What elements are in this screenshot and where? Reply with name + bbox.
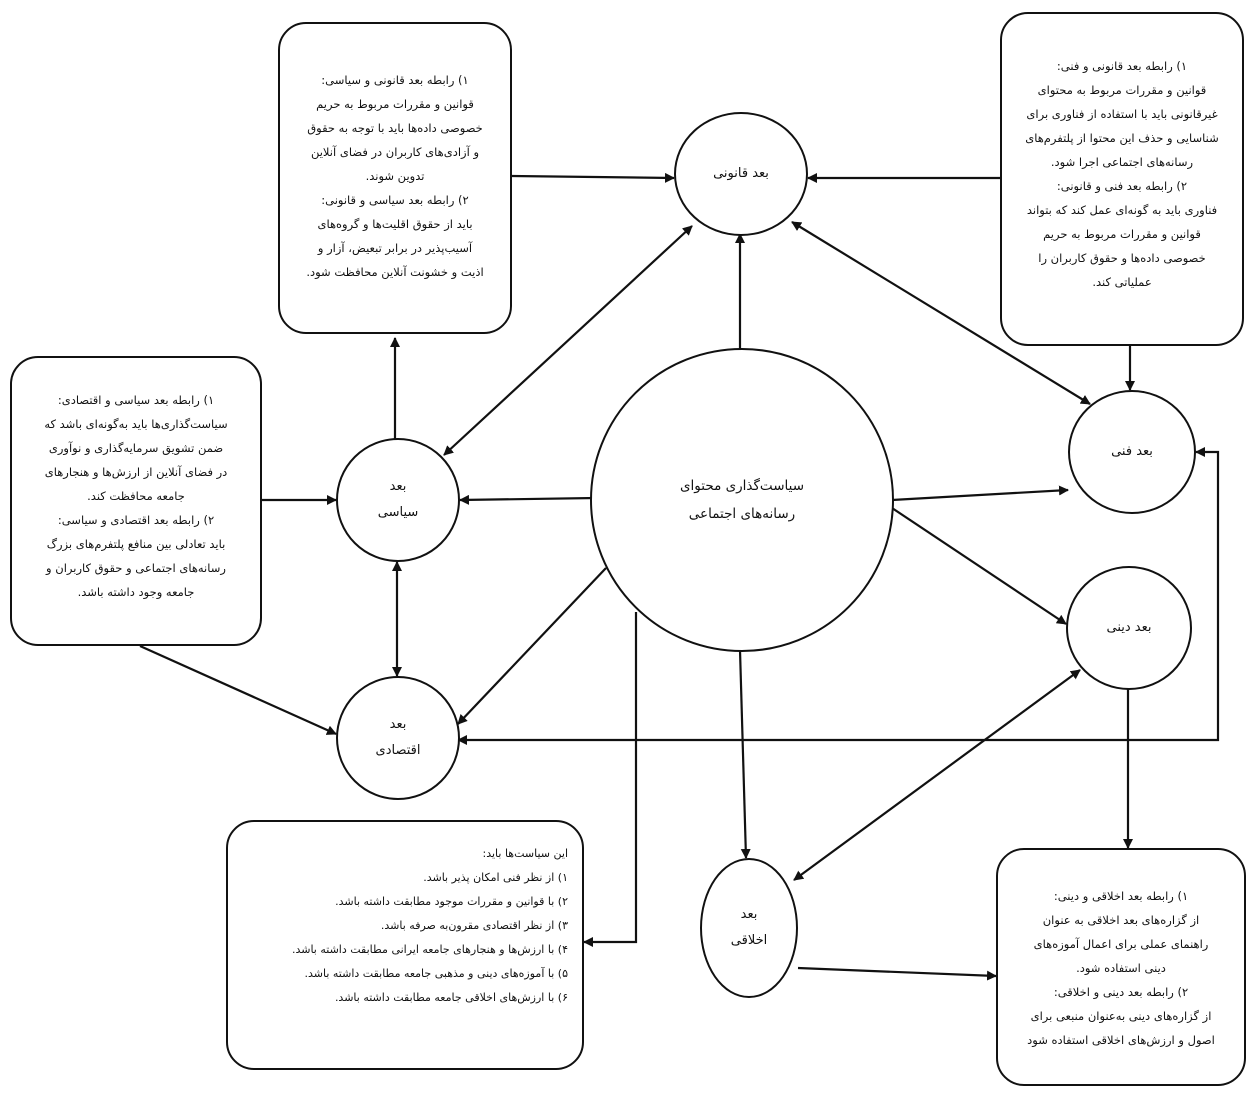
box-line: فناوری باید به گونه‌ای عمل کند که بتواند — [1026, 203, 1218, 217]
arrow-center-to-policy-box — [583, 612, 638, 947]
box-policy-requirements: این سیاست‌ها باید: ۱) از نظر فنی امکان پ… — [226, 820, 584, 1070]
node-legal: بعد قانونی — [674, 112, 808, 236]
box-line: ۱) از نظر فنی امکان پذیر باشد. — [423, 871, 568, 884]
node-label: بعد فنی — [1111, 444, 1153, 459]
node-economic: بعد اقتصادی — [336, 676, 460, 800]
box-line: ۶) با ارزش‌های اخلاقی جامعه مطابقت داشته… — [334, 991, 568, 1004]
box-line: جامعه محافظت کند. — [87, 489, 185, 503]
node-label: اخلاقی — [730, 933, 768, 948]
box-line: ۵) با آموزه‌های دینی و مذهبی جامعه مطابق… — [304, 967, 568, 980]
box-line: ۲) رابطه بعد فنی و قانونی: — [1056, 179, 1188, 193]
box-line: رسانه‌های اجتماعی و حقوق کاربران و — [46, 561, 226, 575]
box-line: اذیت و خشونت آنلاین محافظت شود. — [306, 265, 484, 279]
node-label: بعد دینی — [1106, 620, 1152, 635]
arrow-center-to-technical — [891, 485, 1069, 502]
box-line: ۱) رابطه بعد اخلاقی و دینی: — [1053, 889, 1189, 903]
arrow-center-to-religious — [891, 507, 1067, 625]
box-line: ۱) رابطه بعد قانونی و سیاسی: — [321, 73, 469, 87]
box-line: باید تعادلی بین منافع پلتفرم‌های بزرگ — [46, 537, 226, 551]
arrow-political-legal-bidirectional — [443, 225, 693, 456]
node-political: بعد سیاسی — [336, 438, 460, 562]
box-line: ۱) رابطه بعد قانونی و فنی: — [1056, 59, 1188, 73]
node-label: بعد — [389, 717, 407, 732]
box-line: اصول و ارزش‌های اخلاقی استفاده شود — [1027, 1033, 1215, 1047]
node-label: بعد قانونی — [713, 166, 769, 181]
arrow-legal-political-box-to-legal — [511, 172, 675, 183]
box-line: خصوصی داده‌ها باید با توجه به حقوق — [307, 121, 483, 135]
node-label: بعد — [389, 479, 407, 494]
arrow-political-economic-box-to-economic — [139, 644, 337, 736]
box-political-economic-relation: ۱) رابطه بعد سیاسی و اقتصادی: سیاست‌گذار… — [10, 356, 262, 646]
box-line: ۳) از نظر اقتصادی مقرون‌به صرفه باشد. — [380, 919, 568, 932]
arrow-legal-technical-bidirectional — [791, 221, 1091, 405]
box-line: دینی استفاده شود. — [1076, 961, 1166, 975]
box-line: قوانین و مقررات مربوط به محتوای — [1037, 83, 1207, 97]
node-label: اقتصادی — [375, 743, 421, 758]
node-ethical: بعد اخلاقی — [700, 858, 798, 998]
box-line: باید از حقوق اقلیت‌ها و گروه‌های — [317, 217, 473, 231]
box-line: سیاست‌گذاری‌ها باید به‌گونه‌ای باشد که — [44, 417, 228, 431]
arrow-center-to-ethical — [738, 649, 751, 859]
box-legal-technical-relation: ۱) رابطه بعد قانونی و فنی: قوانین و مقرر… — [1000, 12, 1244, 346]
box-line: شناسایی و حذف این محتوا از پلتفرم‌های — [1025, 131, 1219, 145]
node-religious: بعد دینی — [1066, 566, 1192, 690]
box-line: ضمن تشویق سرمایه‌گذاری و نوآوری — [48, 441, 224, 455]
node-label: سیاست‌گذاری محتوای — [679, 478, 805, 494]
box-line: ۲) رابطه بعد اقتصادی و سیاسی: — [57, 513, 215, 527]
box-line: و آزادی‌های کاربران در فضای آنلاین — [310, 145, 480, 159]
box-line: ۲) رابطه بعد دینی و اخلاقی: — [1053, 985, 1189, 999]
box-line: غیرقانونی باید با استفاده از فناوری برای — [1026, 107, 1218, 121]
node-center-policy: سیاست‌گذاری محتوای رسانه‌های اجتماعی — [590, 348, 894, 652]
box-line: ۲) با قوانین و مقررات موجود مطابقت داشته… — [335, 895, 568, 908]
arrow-center-to-economic — [457, 567, 607, 725]
box-line: ۴) با ارزش‌ها و هنجارهای جامعه ایرانی مط… — [291, 943, 568, 956]
node-label: بعد — [740, 907, 758, 922]
box-line: تدوین شوند. — [365, 169, 425, 183]
node-technical: بعد فنی — [1068, 390, 1196, 514]
box-line: در فضای آنلاین از ارزش‌ها و هنجارهای — [44, 465, 228, 479]
box-line: خصوصی داده‌ها و حقوق کاربران را — [1038, 251, 1206, 265]
box-line: این سیاست‌ها باید: — [482, 847, 569, 860]
box-line: قوانین و مقررات مربوط به حریم — [1043, 227, 1201, 241]
arrow-technical-economic-loop — [457, 447, 1220, 745]
box-line: ۲) رابطه بعد سیاسی و قانونی: — [321, 193, 469, 207]
box-line: جامعه وجود داشته باشد. — [77, 585, 195, 599]
box-line: ۱) رابطه بعد سیاسی و اقتصادی: — [57, 393, 215, 407]
box-line: راهنمای عملی برای اعمال آموزه‌های — [1033, 937, 1209, 951]
box-line: قوانین و مقررات مربوط به حریم — [316, 97, 474, 111]
box-line: رسانه‌های اجتماعی اجرا شود. — [1050, 155, 1194, 169]
arrow-ethical-to-ethical-religious-box — [797, 966, 997, 981]
box-line: از گزاره‌های بعد اخلاقی به عنوان — [1042, 913, 1200, 927]
box-legal-political-relation: ۱) رابطه بعد قانونی و سیاسی: قوانین و مق… — [278, 22, 512, 334]
arrow-center-to-political — [459, 494, 597, 505]
box-line: عملیاتی کند. — [1092, 275, 1152, 289]
node-label: سیاسی — [377, 505, 419, 520]
box-ethical-religious-relation: ۱) رابطه بعد اخلاقی و دینی: از گزاره‌های… — [996, 848, 1246, 1086]
node-label: رسانه‌های اجتماعی — [688, 506, 796, 522]
box-line: از گزاره‌های دینی به‌عنوان منبعی برای — [1030, 1009, 1212, 1023]
box-line: آسیب‌پذیر در برابر تبعیض، آزار و — [317, 241, 473, 255]
